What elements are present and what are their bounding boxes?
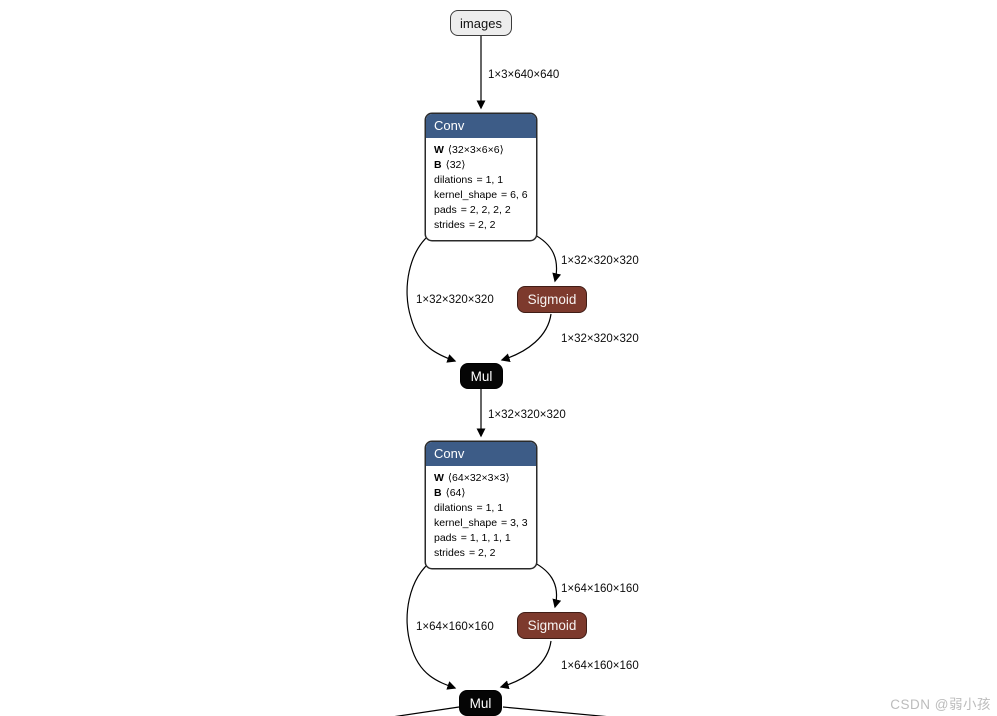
param-row: pads= 1, 1, 1, 1 <box>434 532 511 544</box>
param-row: B⟨64⟩ <box>434 487 466 499</box>
edge-label-sigmoid1-to-mul1: 1×32×320×320 <box>561 333 639 345</box>
node-images[interactable]: images <box>450 10 512 36</box>
node-sigmoid1[interactable]: Sigmoid <box>517 286 587 313</box>
param-row: dilations= 1, 1 <box>434 174 504 186</box>
edge-label-mul1-to-conv2: 1×32×320×320 <box>488 409 566 421</box>
node-mul1-label: Mul <box>470 368 493 384</box>
param-row: W⟨64×32×3×3⟩ <box>434 472 510 484</box>
param-row: pads= 2, 2, 2, 2 <box>434 204 511 216</box>
param-row: W⟨32×3×6×6⟩ <box>434 144 504 156</box>
param-row: dilations= 1, 1 <box>434 502 504 514</box>
edge-label-sigmoid2-to-mul2: 1×64×160×160 <box>561 660 639 672</box>
edge-mul2-out-right <box>502 706 607 716</box>
param-row: B⟨32⟩ <box>434 159 466 171</box>
param-row: kernel_shape= 3, 3 <box>434 517 528 529</box>
node-conv1-title: Conv <box>426 114 536 138</box>
edge-label-conv1-to-sigmoid1: 1×32×320×320 <box>561 255 639 267</box>
csdn-watermark: CSDN @弱小孩 <box>890 697 991 712</box>
node-conv2[interactable]: Conv W⟨64×32×3×3⟩ B⟨64⟩ dilations= 1, 1 … <box>425 441 537 569</box>
edge-sigmoid2-to-mul2 <box>499 640 552 690</box>
edge-sigmoid1-to-mul1 <box>500 313 552 363</box>
node-sigmoid2-label: Sigmoid <box>527 618 577 633</box>
node-sigmoid1-label: Sigmoid <box>527 292 577 307</box>
node-conv1-params: W⟨32×3×6×6⟩ B⟨32⟩ dilations= 1, 1 kernel… <box>426 138 536 240</box>
param-row: strides= 2, 2 <box>434 547 496 559</box>
node-images-label: images <box>460 15 502 31</box>
edge-label-conv2-to-mul2: 1×64×160×160 <box>416 621 494 633</box>
node-sigmoid2[interactable]: Sigmoid <box>517 612 587 639</box>
node-conv2-params: W⟨64×32×3×3⟩ B⟨64⟩ dilations= 1, 1 kerne… <box>426 466 536 568</box>
node-mul1[interactable]: Mul <box>460 363 503 389</box>
edge-label-input-to-conv1: 1×3×640×640 <box>488 69 560 81</box>
edge-label-conv2-to-sigmoid2: 1×64×160×160 <box>561 583 639 595</box>
param-row: strides= 2, 2 <box>434 219 496 231</box>
node-conv2-title: Conv <box>426 442 536 466</box>
edge-mul2-out-left <box>394 706 460 716</box>
node-mul2[interactable]: Mul <box>459 690 502 716</box>
node-mul2-label: Mul <box>469 695 492 711</box>
edge-label-conv1-to-mul1: 1×32×320×320 <box>416 294 494 306</box>
node-conv1[interactable]: Conv W⟨32×3×6×6⟩ B⟨32⟩ dilations= 1, 1 k… <box>425 113 537 241</box>
param-row: kernel_shape= 6, 6 <box>434 189 528 201</box>
